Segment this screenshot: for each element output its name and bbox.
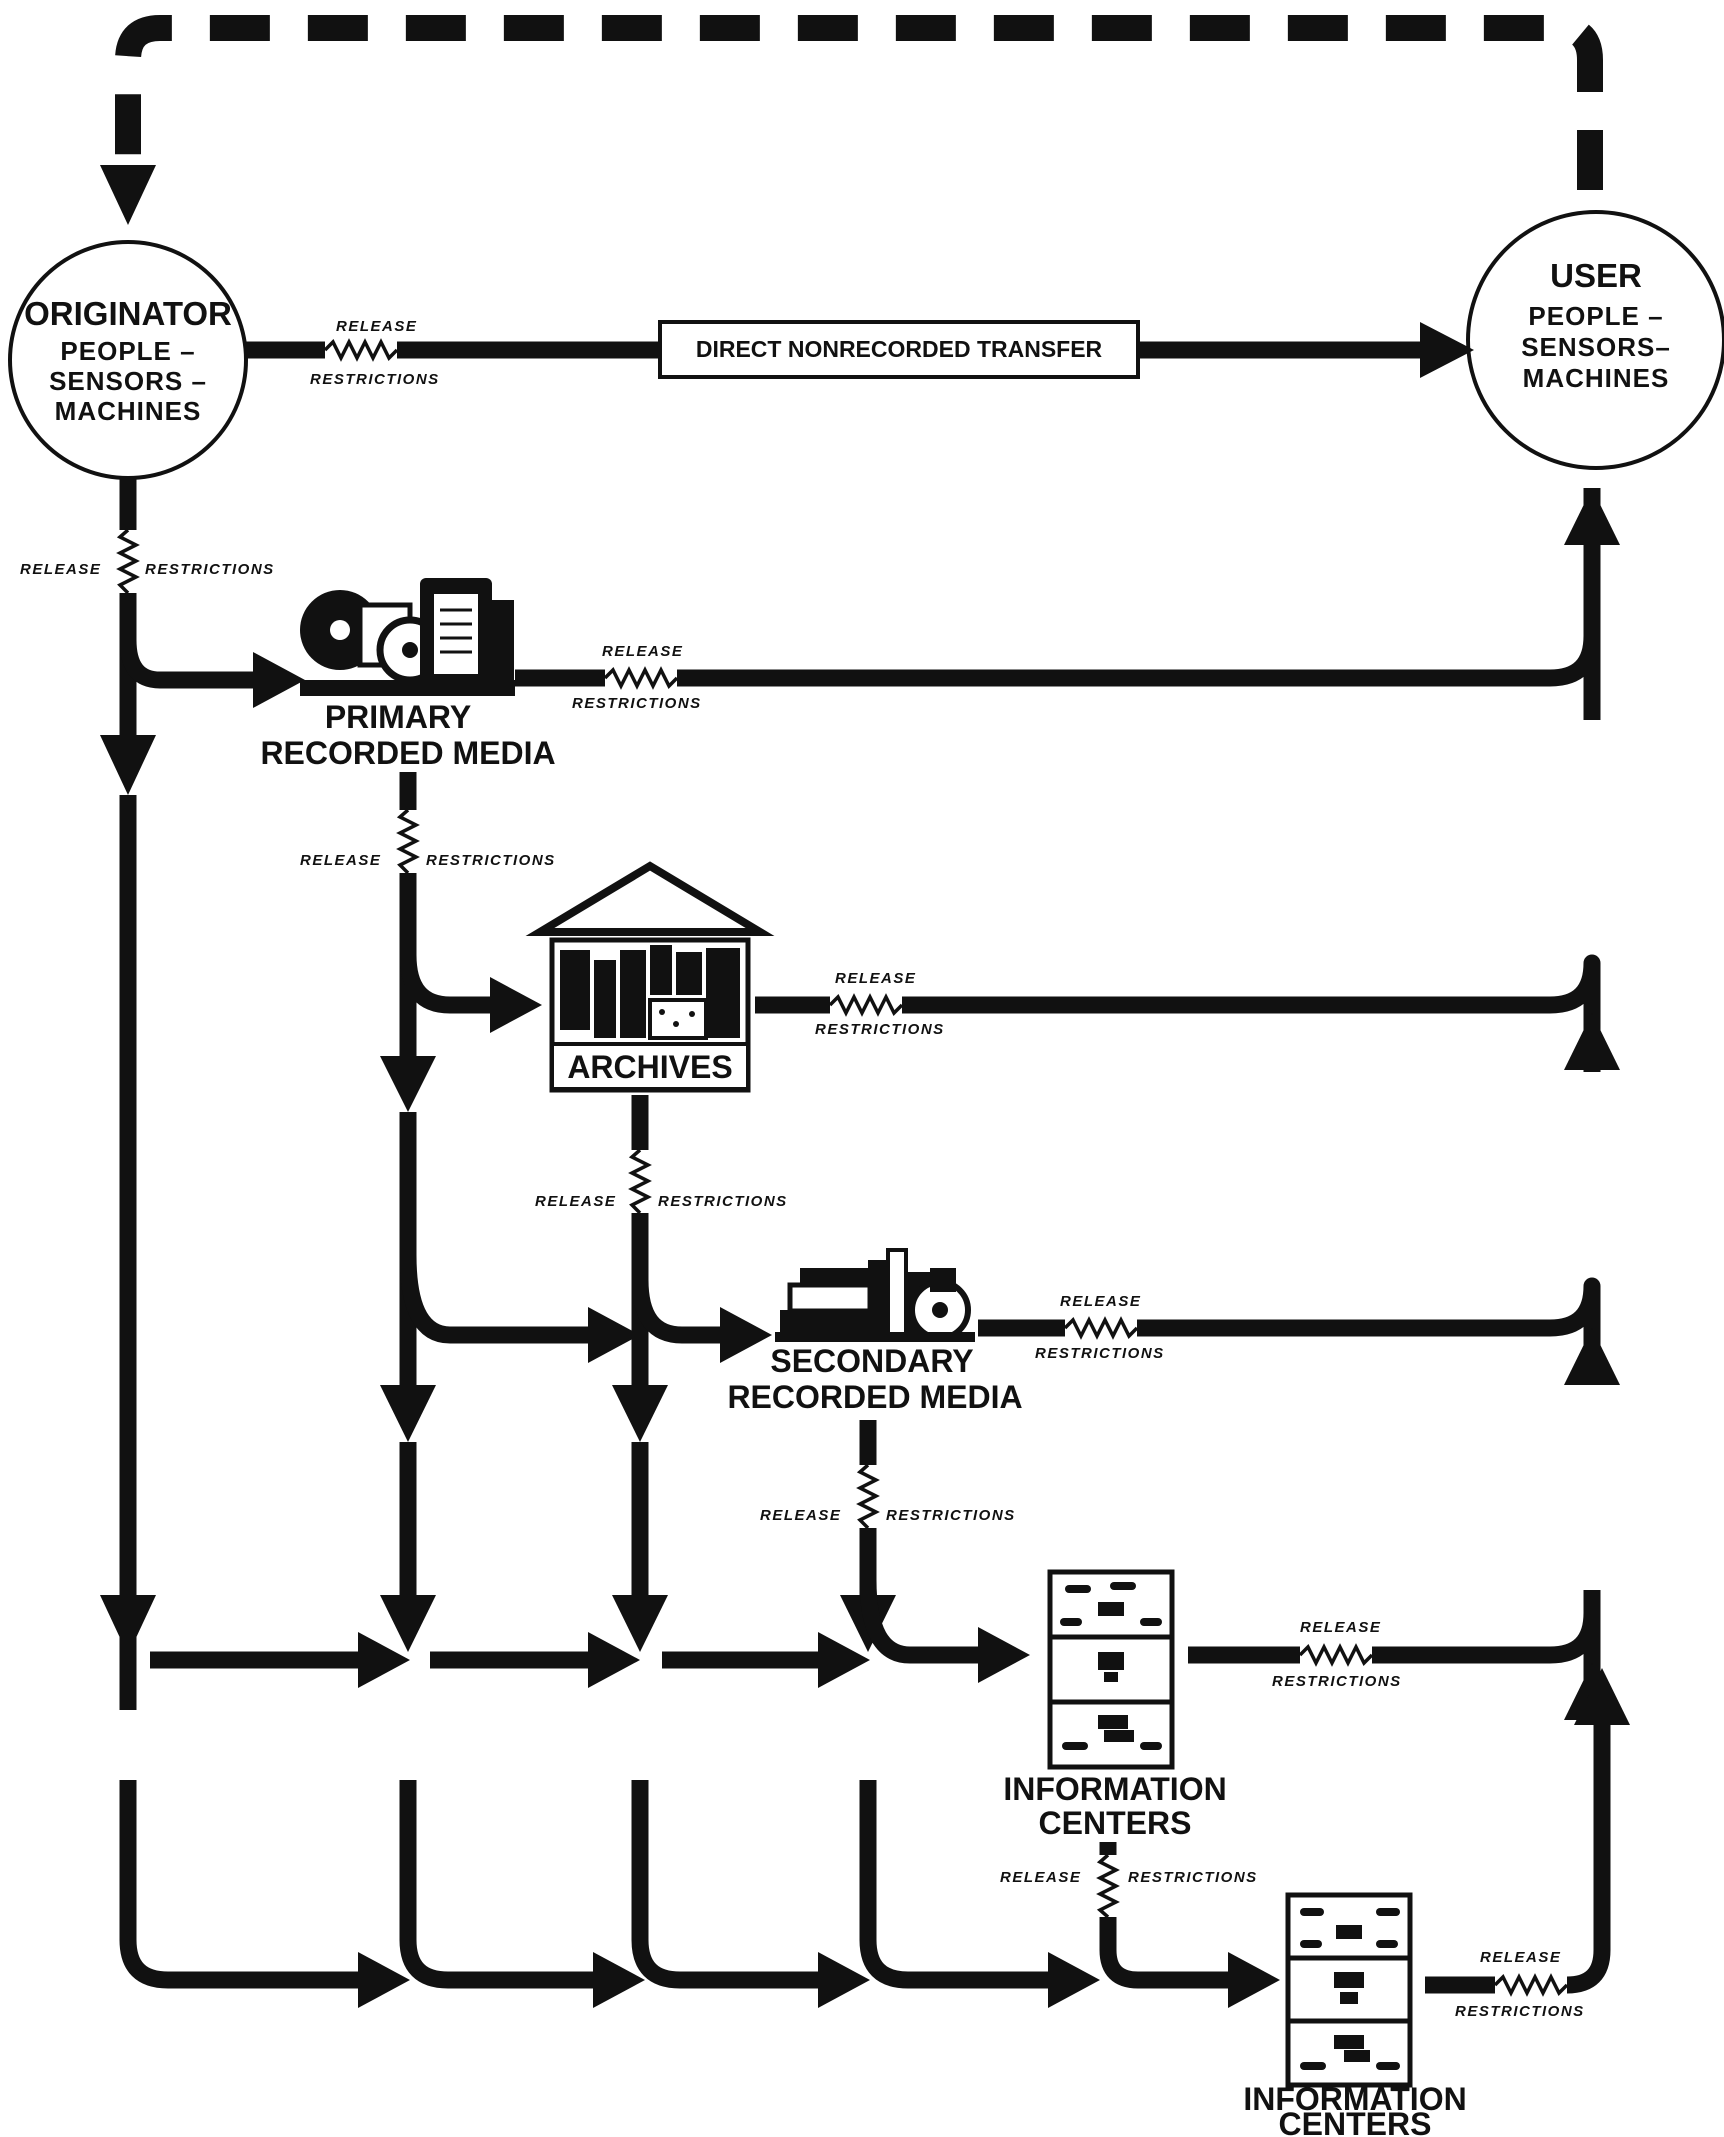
release-label: RELEASE: [1060, 1293, 1141, 1310]
restrictions-label: RESTRICTIONS: [1035, 1345, 1165, 1362]
restrictions-label: RESTRICTIONS: [815, 1021, 945, 1038]
primary-label-line2: RECORDED MEDIA: [260, 735, 555, 771]
primary-to-user-path: RELEASE RESTRICTIONS: [515, 488, 1620, 712]
secondary-label-line1: SECONDARY: [770, 1343, 973, 1379]
originator-line1: PEOPLE –: [60, 336, 195, 366]
originator-line3: MACHINES: [55, 396, 202, 426]
direct-transfer-path: DIRECT NONRECORDED TRANSFER RELEASE REST…: [246, 318, 1474, 388]
restrictions-label: RESTRICTIONS: [886, 1507, 1016, 1524]
release-label: RELEASE: [760, 1507, 841, 1524]
restrictions-label: RESTRICTIONS: [1272, 1673, 1402, 1690]
primary-label-line1: PRIMARY: [325, 699, 471, 735]
originator-node: ORIGINATOR PEOPLE – SENSORS – MACHINES: [10, 242, 246, 478]
release-label: RELEASE: [535, 1193, 616, 1210]
user-line2: SENSORS–: [1521, 332, 1671, 362]
restrictions-label: RESTRICTIONS: [426, 852, 556, 869]
release-label: RELEASE: [835, 970, 916, 987]
restrictions-label: RESTRICTIONS: [145, 561, 275, 578]
info-centers-2-label-line2: CENTERS: [1279, 2106, 1432, 2137]
restrictions-label: RESTRICTIONS: [1455, 2003, 1585, 2020]
restrictions-label: RESTRICTIONS: [658, 1193, 788, 1210]
release-label: RELEASE: [20, 561, 101, 578]
release-label: RELEASE: [1480, 1949, 1561, 1966]
feedback-loop-dashed: [100, 28, 1590, 225]
restrictions-label: RESTRICTIONS: [1128, 1869, 1258, 1886]
user-title: USER: [1550, 257, 1642, 294]
archives-label: ARCHIVES: [567, 1049, 732, 1085]
secondary-label-line2: RECORDED MEDIA: [727, 1379, 1022, 1415]
release-label: RELEASE: [602, 643, 683, 660]
archives-to-user-path: RELEASE RESTRICTIONS: [755, 963, 1620, 1072]
restrictions-label: RESTRICTIONS: [310, 371, 440, 388]
books-and-reels-icon: [775, 1250, 975, 1342]
originator-line2: SENSORS –: [49, 366, 207, 396]
secondary-to-user-path: RELEASE RESTRICTIONS: [978, 1286, 1620, 1385]
recorded-media-stack-icon: [300, 578, 515, 696]
release-label: RELEASE: [300, 852, 381, 869]
direct-transfer-label: DIRECT NONRECORDED TRANSFER: [696, 336, 1103, 362]
user-line3: MACHINES: [1523, 363, 1670, 393]
info-centers-1-to-user-path: RELEASE RESTRICTIONS: [1188, 1590, 1620, 1720]
user-node: USER PEOPLE – SENSORS– MACHINES: [1468, 212, 1724, 468]
info-centers-1-label-line1: INFORMATION: [1003, 1771, 1226, 1807]
user-line1: PEOPLE –: [1528, 301, 1663, 331]
originator-title: ORIGINATOR: [24, 295, 232, 332]
release-label: RELEASE: [1000, 1869, 1081, 1886]
info-centers-1-label-line2: CENTERS: [1039, 1805, 1192, 1841]
restrictions-label: RESTRICTIONS: [572, 695, 702, 712]
release-label: RELEASE: [336, 318, 417, 335]
filing-cabinet-icon: [1050, 1572, 1172, 1767]
archives-trunk: RELEASE RESTRICTIONS: [535, 1095, 870, 2008]
info-centers-2-to-user-path: RELEASE RESTRICTIONS: [1425, 1668, 1630, 2020]
filing-cabinet-icon: [1288, 1895, 1410, 2085]
release-label: RELEASE: [1300, 1619, 1381, 1636]
